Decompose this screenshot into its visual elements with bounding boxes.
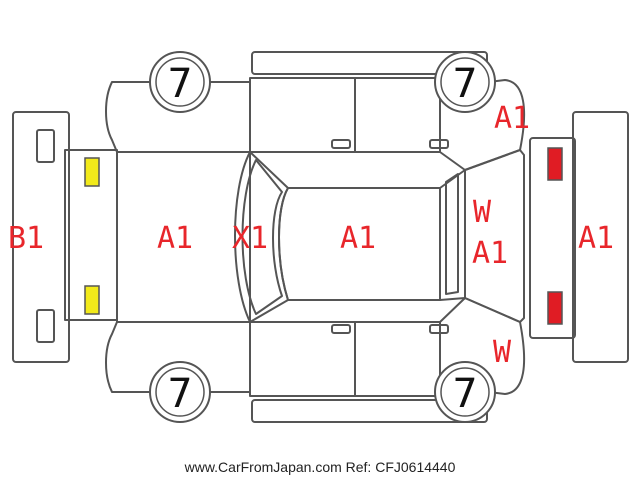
tire-rear-left-label: 7 (167, 61, 192, 107)
roof-panel (278, 187, 441, 301)
tire-front-left-label: 7 (452, 61, 477, 107)
tires: 7 7 7 7 (149, 51, 496, 423)
mark-windshield-w: W (473, 195, 492, 230)
tire-rear-right: 7 (149, 361, 211, 423)
tire-front-right: 7 (434, 361, 496, 423)
tire-front-right-label: 7 (452, 371, 477, 417)
front-lamps (547, 147, 563, 325)
mark-roof: A1 (340, 221, 376, 256)
rear-lamp-right (84, 285, 100, 315)
mark-front-bumper: A1 (578, 221, 614, 256)
mark-rear-window: X1 (232, 221, 268, 256)
tire-rear-right-label: 7 (167, 371, 192, 417)
mark-rear-bumper: B1 (8, 221, 44, 256)
mark-front-left-fender: W (493, 335, 512, 370)
footer-reference: www.CarFromJapan.com Ref: CFJ0614440 (184, 459, 456, 475)
mark-trunk: A1 (157, 221, 193, 256)
tire-front-left: 7 (434, 51, 496, 113)
windshield (439, 169, 466, 301)
rear-lamps (84, 157, 100, 315)
mark-front-right-fender: A1 (494, 101, 530, 136)
car-outline (12, 51, 629, 423)
rear-lamp-left (84, 157, 100, 187)
rear-bumper (12, 111, 70, 363)
front-bumper (529, 111, 629, 363)
front-lamp-left (547, 147, 563, 181)
tire-rear-left: 7 (149, 51, 211, 113)
damage-marks: B1 A1 X1 A1 W A1 A1 A1 W (8, 101, 614, 370)
front-lamp-right (547, 291, 563, 325)
mark-windshield-a: A1 (472, 236, 508, 271)
